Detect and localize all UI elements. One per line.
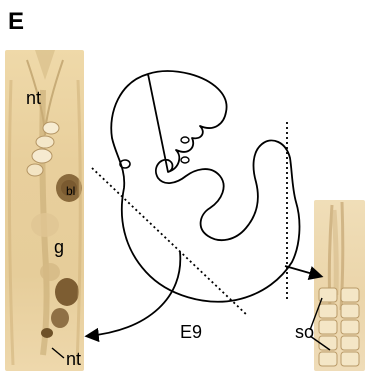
somite-pointer-upper [310,298,322,330]
left-arrow [88,252,180,336]
stage-label: E9 [180,322,202,343]
right-arrow [285,266,320,276]
nt-pointer [52,348,64,358]
somite-pointer-lower [310,336,330,350]
embryo-outline [111,71,299,302]
